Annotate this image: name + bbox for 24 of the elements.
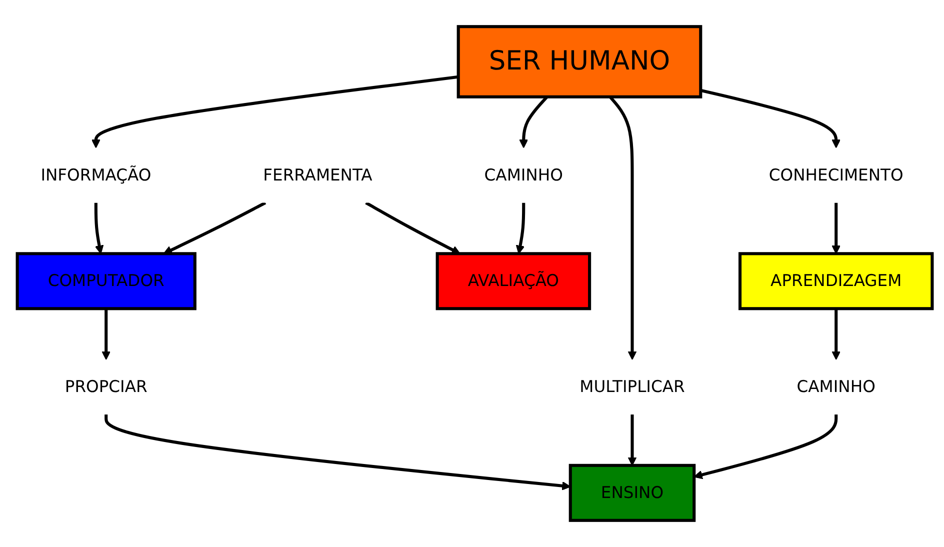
arrow bbox=[694, 414, 838, 480]
node-text: PROPCIAR bbox=[64, 376, 148, 396]
arrow bbox=[102, 308, 111, 360]
arrow bbox=[365, 201, 460, 254]
node-box: COMPUTADOR bbox=[16, 252, 196, 310]
arrow bbox=[91, 75, 459, 148]
arrow bbox=[104, 414, 571, 490]
node-box: SER HUMANO bbox=[456, 25, 702, 98]
arrow bbox=[163, 201, 266, 254]
node-text: CAMINHO bbox=[796, 376, 876, 396]
node-text: FERRAMENTA bbox=[263, 165, 372, 184]
node-box: APRENDIZAGEM bbox=[738, 252, 934, 310]
node-text: CONHECIMENTO bbox=[768, 165, 904, 184]
arrow bbox=[516, 202, 526, 254]
node-box: ENSINO bbox=[568, 464, 696, 522]
arrow bbox=[832, 308, 841, 360]
arrow bbox=[700, 88, 841, 148]
arrow bbox=[94, 202, 104, 254]
node-text: INFORMAÇÃO bbox=[40, 165, 152, 184]
arrow bbox=[832, 202, 841, 254]
node-text: CAMINHO bbox=[484, 165, 563, 184]
node-text: MULTIPLICAR bbox=[580, 376, 685, 396]
arrow bbox=[628, 414, 637, 466]
node-box: AVALIAÇÃO bbox=[436, 252, 592, 310]
